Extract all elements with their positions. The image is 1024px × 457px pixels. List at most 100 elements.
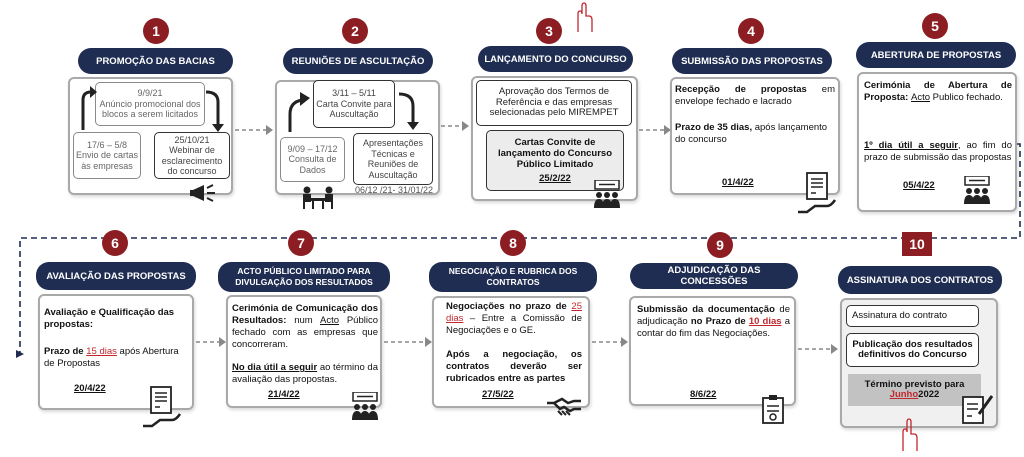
s4-date: 01/4/22 [722, 177, 754, 188]
s1-box-left: 17/6 – 5/8 Envio de cartas às empresas [73, 132, 141, 179]
s8-p1a: Negociações no prazo de [446, 301, 572, 312]
s9-date: 8/6/22 [690, 389, 717, 400]
s9-para-1: Submissão da documentação de adjudicação… [637, 304, 790, 340]
s6-p2red: 15 dias [86, 346, 117, 357]
stage-10-title: ASSINATURA DOS CONTRATOS [838, 266, 1002, 294]
hand-icon-6 [143, 413, 182, 428]
s10-box3red: Junho [889, 389, 919, 400]
connector-9-10 [798, 344, 838, 354]
s5-p2b: , ao fim do prazo de submissão das propo… [864, 140, 1012, 163]
meeting-icon [303, 186, 333, 209]
stage-6-number: 6 [102, 230, 128, 256]
signed-document-icon [962, 395, 994, 424]
s5-date: 05/4/22 [903, 180, 935, 191]
s8-date: 27/5/22 [482, 389, 514, 400]
hand-pointer-icon-bottom [902, 418, 918, 451]
connector-8-9 [592, 337, 628, 347]
s5-p1red: Acto [910, 92, 930, 103]
stage-5-card [857, 72, 1017, 212]
s7-para-2: No dia útil a seguir ao término da avali… [232, 362, 378, 386]
s6-date: 20/4/22 [74, 383, 106, 394]
s7-p1red: Acto [319, 315, 339, 326]
s7-p1c: Público fechado com as empresas que conc… [232, 315, 378, 350]
s4-p2b: após lançamento do concurso [675, 122, 828, 145]
stage-1-number: 1 [143, 18, 169, 44]
s2-box-top: 3/11 – 5/11 Carta Convite para Auscultaç… [313, 80, 395, 128]
connector-3-4 [639, 125, 671, 135]
s2-box-right: Apresentações Técnicas e Reuniões de Aus… [353, 133, 433, 185]
s8-p2: Após a negociação, os contratos deverão … [446, 349, 582, 384]
connector-7-8 [384, 337, 432, 347]
stage-10-number: 10 [902, 232, 932, 256]
stage-6-title: AVALIAÇÃO DAS PROPOSTAS [36, 262, 196, 290]
clipboard-icon [762, 395, 784, 424]
s5-p1a: Cerimónia de Abertura de Proposta: [864, 80, 1012, 103]
document-icon-4 [806, 172, 828, 200]
s8-para-1: Negociações no prazo de 25 dias – Entre … [446, 301, 582, 337]
s1-curve-arrow-left [81, 86, 97, 130]
s10-box-1: Assinatura do contrato [846, 305, 979, 327]
s8-p1b: – Entre a Comissão de Negociações e o GE… [446, 313, 582, 336]
s8-para-2: Após a negociação, os contratos deverão … [446, 349, 582, 385]
s2-box-left: 9/09 – 17/12 Consulta de Dados [280, 137, 345, 182]
s7-p2b: ao término da avaliação das propostas. [232, 362, 378, 385]
connector-2-3 [441, 121, 469, 131]
connector-6-7 [196, 337, 226, 347]
hand-pointer-icon-top [577, 2, 593, 32]
s7-para-1: Cerimónia de Comunicação dos Resultados:… [232, 303, 378, 351]
s1-curve-arrow-right [205, 90, 224, 132]
s7-date: 21/4/22 [268, 389, 300, 400]
s1-box-right: 25/10/21 Webinar de esclarecimento do co… [154, 132, 230, 179]
s3-box-bottom-text: Cartas Convite de lançamento do Concurso… [498, 137, 613, 170]
s2-date-range: 06/12 /21- 31/01/22 [355, 185, 434, 195]
s2-curve-arrow-left [288, 92, 310, 132]
s7-p1b: num [286, 315, 320, 326]
s10-box3b: 2022 [918, 389, 940, 400]
s9-p1b: de adjudicação [637, 304, 790, 327]
stage-7-card [226, 295, 382, 408]
s1-box-top: 9/9/21 Anúncio promocional dos blocos a … [95, 82, 205, 126]
s10-box3a: Término previsto para [864, 378, 965, 390]
stage-5-title: ABERTURA DE PROPOSTAS [856, 42, 1016, 68]
s10-box-2: Publicação dos resultados definitivos do… [846, 333, 979, 367]
s8-p1red: 25 dias [446, 301, 582, 324]
s6-p2a: Prazo de [44, 346, 87, 357]
s9-p1red: 10 dias [748, 316, 782, 327]
presentation-icon-7 [352, 392, 378, 420]
s4-para-1: Recepção de propostas em envelope fechad… [675, 84, 835, 108]
s6-para-1: Avaliação e Qualificação das propostas: [44, 307, 190, 331]
stage-9-card [629, 296, 796, 406]
handshake-icon [547, 397, 581, 416]
s6-p2b: após Abertura de Propostas [44, 346, 179, 369]
stage-3-number: 3 [536, 18, 562, 44]
s3-date: 25/2/22 [539, 173, 571, 184]
stage-8-title: NEGOCIAÇÃO E RUBRICA DOS CONTRATOS [429, 262, 597, 292]
s9-p1c: no Prazo de [690, 316, 749, 327]
s4-p1a: Recepção de propostas [675, 84, 807, 95]
s4-p1b: em envelope fechado e lacrado [675, 84, 835, 107]
stage-4-card [670, 77, 840, 195]
presentation-icon-3 [594, 180, 620, 208]
s9-p1d: a contar do fim das Negociações. [637, 316, 790, 339]
stage-5-number: 5 [922, 13, 948, 39]
s9-p1a: Submissão da documentação [637, 304, 775, 315]
s2-curve-arrow-right [398, 92, 419, 130]
stage-9-title: ADJUDICAÇÃO DAS CONCESSÕES [630, 263, 798, 289]
s7-p2a: No dia útil a seguir [232, 362, 318, 373]
stage-2-title: REUNIÕES DE ASCULTAÇÃO [283, 48, 433, 74]
s5-para-2: 1º dia útil a seguir, ao fim do prazo de… [864, 140, 1012, 164]
s5-p2a: 1º dia útil a seguir [864, 140, 958, 151]
s10-box-3: Término previsto para Junho2022 [848, 374, 981, 406]
stage-3-title: LANÇAMENTO DO CONCURSO [478, 46, 633, 72]
s6-p1: Avaliação e Qualificação das propostas: [44, 307, 175, 330]
presentation-icon-5 [964, 176, 990, 204]
stage-9-number: 9 [707, 232, 733, 258]
row-return-connector [16, 143, 1021, 358]
stage-8-number: 8 [500, 230, 526, 256]
stage-4-number: 4 [738, 18, 764, 44]
hand-icon-4 [798, 199, 837, 214]
document-icon-6 [150, 386, 172, 414]
s5-para-1: Cerimónia de Abertura de Proposta: Acto … [864, 80, 1012, 104]
s7-p1a: Cerimónia de Comunicação dos Resultados: [232, 303, 378, 326]
stage-4-title: SUBMISSÃO DAS PROPOSTAS [672, 48, 832, 74]
